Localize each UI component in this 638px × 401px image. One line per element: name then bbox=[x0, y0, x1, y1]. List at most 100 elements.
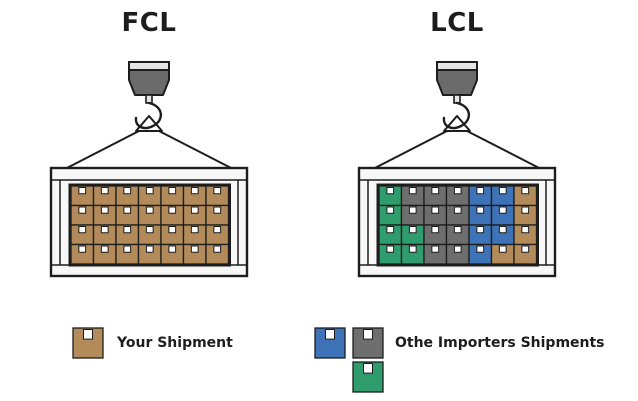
box-tape bbox=[145, 187, 154, 195]
lcl-cargo-box bbox=[513, 204, 538, 226]
box-tape bbox=[168, 226, 177, 234]
lcl-cargo-box bbox=[423, 185, 448, 207]
fcl-hook-cap-band bbox=[128, 61, 170, 71]
box-tape bbox=[100, 245, 109, 253]
box-tape bbox=[521, 206, 530, 214]
box-tape bbox=[386, 226, 395, 234]
fcl-cargo-box bbox=[70, 204, 95, 226]
fcl-cargo-box bbox=[137, 185, 162, 207]
fcl-cargo-box bbox=[182, 243, 207, 265]
fcl-hook bbox=[134, 101, 162, 130]
box-tape bbox=[476, 245, 485, 253]
box-tape bbox=[521, 187, 530, 195]
lcl-cargo-box bbox=[490, 204, 515, 226]
lcl-cargo-frame bbox=[376, 183, 539, 267]
lcl-cargo-box bbox=[468, 204, 493, 226]
box-tape bbox=[190, 226, 199, 234]
box-tape bbox=[78, 187, 87, 195]
fcl-cargo-box bbox=[70, 185, 95, 207]
lcl-cargo-box bbox=[513, 224, 538, 246]
lcl-cargo-box bbox=[400, 243, 425, 265]
box-tape bbox=[431, 245, 440, 253]
lcl-cable-left bbox=[370, 130, 448, 171]
box-tape bbox=[213, 187, 222, 195]
fcl-cargo-frame bbox=[68, 183, 231, 267]
lcl-illustration bbox=[357, 61, 557, 278]
box-tape bbox=[498, 245, 507, 253]
legend-tan-box-icon bbox=[72, 327, 104, 359]
box-body bbox=[352, 327, 384, 359]
box-body bbox=[205, 243, 230, 265]
fcl-cargo-box bbox=[182, 224, 207, 246]
fcl-cargo-box bbox=[137, 204, 162, 226]
fcl-cargo-box bbox=[92, 224, 117, 246]
box-tape bbox=[453, 206, 462, 214]
fcl-cargo-box bbox=[137, 243, 162, 265]
legend-other-shipments-label: Othe Importers Shipments bbox=[395, 335, 605, 351]
box-body bbox=[513, 243, 538, 265]
box-tape bbox=[83, 329, 93, 340]
box-tape bbox=[408, 226, 417, 234]
fcl-cargo-box bbox=[205, 224, 230, 246]
fcl-cargo-box bbox=[115, 224, 140, 246]
fcl-cargo-box bbox=[115, 204, 140, 226]
fcl-sling-ring bbox=[135, 115, 163, 132]
box-tape bbox=[408, 206, 417, 214]
fcl-cargo-box bbox=[115, 185, 140, 207]
box-tape bbox=[100, 226, 109, 234]
lcl-cargo-box bbox=[400, 185, 425, 207]
fcl-cargo-box bbox=[182, 185, 207, 207]
fcl-cargo-box bbox=[160, 243, 185, 265]
lcl-cargo-box bbox=[468, 243, 493, 265]
lcl-cargo-box bbox=[423, 243, 448, 265]
fcl-cargo-box bbox=[160, 185, 185, 207]
fcl-cargo-box bbox=[115, 243, 140, 265]
box-tape bbox=[168, 187, 177, 195]
lcl-cargo-box bbox=[445, 185, 470, 207]
fcl-cargo-box bbox=[160, 204, 185, 226]
lcl-cargo-box bbox=[378, 204, 403, 226]
lcl-cargo-box bbox=[423, 204, 448, 226]
box-tape bbox=[476, 187, 485, 195]
box-tape bbox=[498, 226, 507, 234]
lcl-hook-cap-band bbox=[436, 61, 478, 71]
box-tape bbox=[145, 206, 154, 214]
box-tape bbox=[325, 329, 335, 340]
legend-gray-box-icon bbox=[352, 327, 384, 359]
box-tape bbox=[453, 187, 462, 195]
box-tape bbox=[213, 206, 222, 214]
legend-your-shipment-label: Your Shipment bbox=[117, 335, 233, 351]
fcl-cargo-box bbox=[205, 185, 230, 207]
box-tape bbox=[431, 226, 440, 234]
lcl-cargo-box bbox=[490, 224, 515, 246]
box-tape bbox=[123, 245, 132, 253]
legend-icons bbox=[72, 327, 384, 393]
fcl-cargo-box bbox=[160, 224, 185, 246]
box-tape bbox=[386, 187, 395, 195]
box-tape bbox=[123, 187, 132, 195]
fcl-cargo-box bbox=[182, 204, 207, 226]
box-tape bbox=[386, 245, 395, 253]
box-tape bbox=[431, 187, 440, 195]
box-tape bbox=[78, 245, 87, 253]
box-tape bbox=[213, 245, 222, 253]
lcl-cargo-box bbox=[445, 204, 470, 226]
fcl-cable-left bbox=[62, 130, 140, 171]
box-tape bbox=[78, 226, 87, 234]
box-tape bbox=[145, 226, 154, 234]
box-tape bbox=[521, 226, 530, 234]
box-tape bbox=[453, 226, 462, 234]
lcl-cargo-box bbox=[445, 243, 470, 265]
box-tape bbox=[521, 245, 530, 253]
box-tape bbox=[498, 187, 507, 195]
box-tape bbox=[78, 206, 87, 214]
lcl-cargo-box bbox=[490, 243, 515, 265]
lcl-sling-ring bbox=[443, 115, 471, 132]
fcl-cargo-box bbox=[70, 243, 95, 265]
box-tape bbox=[476, 206, 485, 214]
lcl-hook bbox=[442, 101, 470, 130]
box-tape bbox=[190, 187, 199, 195]
box-tape bbox=[123, 206, 132, 214]
box-tape bbox=[476, 226, 485, 234]
